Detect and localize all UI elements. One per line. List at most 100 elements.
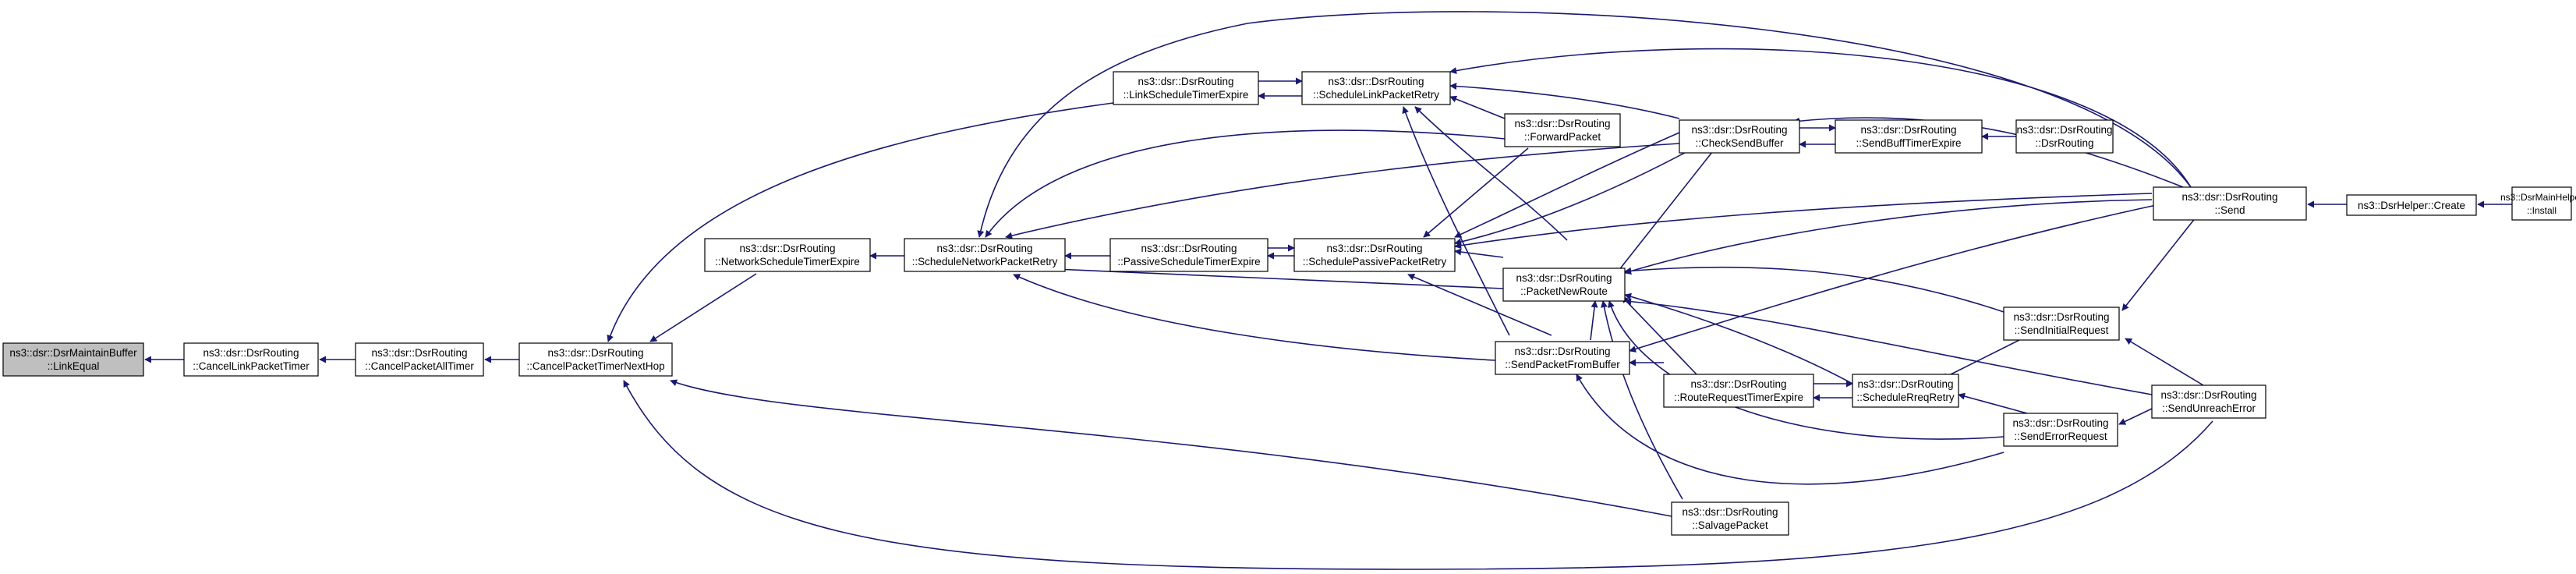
node-linkequal-line1: ns3::dsr::DsrMaintainBuffer [9,347,137,359]
edge-senderrorrequest-to-schedulerreqretry [1958,392,2028,414]
node-sendinitialrequest-line1: ns3::dsr::DsrRouting [2013,311,2109,323]
edge-sendinitialrequest-to-schedulerreqretry [1941,339,2020,380]
node-linkscheduletimerexpire-line1: ns3::dsr::DsrRouting [1138,76,1233,87]
node-salvagepacket-line2: ::SalvagePacket [1692,519,1768,531]
node-sendpacketfrombuffer-line2: ::SendPacketFromBuffer [1505,359,1620,370]
node-schedulelinkpacketretry[interactable]: ns3::dsr::DsrRouting ::ScheduleLinkPacke… [1301,71,1451,105]
edge-sendpacketfrombuffer-to-packetnewroute [1590,300,1598,341]
node-forwardpacket-line2: ::ForwardPacket [1524,131,1601,143]
node-networkscheduletimerexpire-line2: ::NetworkScheduleTimerExpire [715,256,860,268]
node-sendunreacherror[interactable]: ns3::dsr::DsrRouting ::SendUnreachError [2151,384,2266,419]
node-sendunreacherror-line2: ::SendUnreachError [2162,402,2256,414]
node-cancelpacketalltimer[interactable]: ns3::dsr::DsrRouting ::CancelPacketAllTi… [355,342,484,377]
edge-packetnewroute-to-schedulenetworkpacketretry [1036,264,1504,289]
node-linkequal-line2: ::LinkEqual [48,360,100,372]
node-send-line1: ns3::dsr::DsrRouting [2181,191,2277,203]
node-passivescheduletimerexpire-line1: ns3::dsr::DsrRouting [1141,243,1237,254]
node-schedulepassivepacketretry-line1: ns3::dsr::DsrRouting [1326,243,1422,254]
edge-checksendbuffer-to-schedulelinkpacketretry [1449,83,1680,119]
edge-checksendbuffer-to-schedulepassivepacketretry-2 [1454,147,1694,246]
node-packetnewroute-line2: ::PacketNewRoute [1520,285,1608,297]
node-cancellinkpackettimer[interactable]: ns3::dsr::DsrRouting ::CancelLinkPacketT… [183,342,319,377]
edge-senderrorrequest-to-packetnewroute [1608,300,2005,440]
node-salvagepacket[interactable]: ns3::dsr::DsrRouting ::SalvagePacket [1671,501,1789,536]
node-cancellinkpackettimer-line2: ::CancelLinkPacketTimer [193,360,310,372]
node-senderrorrequest[interactable]: ns3::dsr::DsrRouting ::SendErrorRequest [2003,413,2118,447]
node-linkscheduletimerexpire-line2: ::LinkScheduleTimerExpire [1123,89,1249,101]
edge-send-to-sendinitialrequest [2121,213,2199,311]
node-sendpacketfrombuffer-line1: ns3::dsr::DsrRouting [1514,345,1610,357]
edge-networkscheduletimerexpire-to-cancelpackettimernexthop [649,273,757,342]
node-linkscheduletimerexpire[interactable]: ns3::dsr::DsrRouting ::LinkScheduleTimer… [1113,71,1259,105]
node-salvagepacket-line1: ns3::dsr::DsrRouting [1682,506,1778,518]
node-dsrmainhelperinstall-line1: ns3::DsrMainHelper [2500,192,2576,203]
edge-packetnewroute-to-schedulelinkpacketretry [1414,106,1568,241]
node-schedulelinkpacketretry-line2: ::ScheduleLinkPacketRetry [1313,89,1439,101]
node-dsrmainhelperinstall-line2: ::Install [2527,205,2557,216]
node-schedulenetworkpacketretry[interactable]: ns3::dsr::DsrRouting ::ScheduleNetworkPa… [904,238,1066,272]
node-dsrrouting-line1: ns3::dsr::DsrRouting [2016,124,2112,136]
node-sendunreacherror-line1: ns3::dsr::DsrRouting [2160,389,2256,401]
node-cancelpacketalltimer-line1: ns3::dsr::DsrRouting [371,347,467,359]
edge-linkscheduletimerexpire-to-cancelpackettimernexthop [607,102,1114,342]
edge-forwardpacket-to-schedulenetworkpacketretry [985,129,1506,238]
node-schedulenetworkpacketretry-line1: ns3::dsr::DsrRouting [936,243,1032,254]
edge-sendpacketfrombuffer-to-schedulelinkpacketretry [1402,106,1510,336]
node-senderrorrequest-line1: ns3::dsr::DsrRouting [2012,417,2108,429]
node-cancelpackettimernexthop[interactable]: ns3::dsr::DsrRouting ::CancelPacketTimer… [518,342,673,377]
node-senderrorrequest-line2: ::SendErrorRequest [2014,430,2107,442]
edge-send-to-schedulelinkpacketretry [1449,48,2192,188]
node-dsrrouting[interactable]: ns3::dsr::DsrRouting ::DsrRouting [2015,119,2114,154]
edge-senderrorrequest-to-sendpacketfrombuffer [1576,374,2005,485]
node-sendbufftimerexpire-line2: ::SendBuffTimerExpire [1856,137,1961,149]
edge-send-to-sendpacketfrombuffer [1629,204,2160,353]
node-sendpacketfrombuffer[interactable]: ns3::dsr::DsrRouting ::SendPacketFromBuf… [1495,341,1630,375]
node-networkscheduletimerexpire-line1: ns3::dsr::DsrRouting [739,243,835,254]
node-passivescheduletimerexpire[interactable]: ns3::dsr::DsrRouting ::PassiveScheduleTi… [1109,238,1269,272]
node-cancellinkpackettimer-line1: ns3::dsr::DsrRouting [203,347,299,359]
edge-salvagepacket-to-packetnewroute [1601,300,1683,500]
edge-send-to-schedulenetworkpacketretry [977,11,2192,238]
node-sendinitialrequest[interactable]: ns3::dsr::DsrRouting ::SendInitialReques… [2003,306,2120,341]
edge-sendunreacherror-to-sendinitialrequest [2125,338,2204,386]
node-schedulerreqretry[interactable]: ns3::dsr::DsrRouting ::ScheduleRreqRetry [1852,374,1959,408]
node-cancelpacketalltimer-line2: ::CancelPacketAllTimer [365,360,474,372]
node-sendbufftimerexpire[interactable]: ns3::dsr::DsrRouting ::SendBuffTimerExpi… [1835,119,1983,154]
node-networkscheduletimerexpire[interactable]: ns3::dsr::DsrRouting ::NetworkScheduleTi… [704,238,871,272]
node-schedulerreqretry-line2: ::ScheduleRreqRetry [1856,392,1955,403]
node-checksendbuffer-line2: ::CheckSendBuffer [1695,137,1784,149]
node-passivescheduletimerexpire-line2: ::PassiveScheduleTimerExpire [1117,256,1260,268]
node-sendbufftimerexpire-line1: ns3::dsr::DsrRouting [1860,124,1956,136]
node-linkequal[interactable]: ns3::dsr::DsrMaintainBuffer ::LinkEqual [2,342,144,377]
node-packetnewroute[interactable]: ns3::dsr::DsrRouting ::PacketNewRoute [1502,268,1626,302]
edge-send-to-schedulepassivepacketretry [1454,193,2153,250]
edge-sendinitialrequest-to-packetnewroute [1624,266,2005,313]
node-dsrrouting-line2: ::DsrRouting [2035,137,2093,149]
node-send[interactable]: ns3::dsr::DsrRouting ::Send [2153,186,2307,221]
edge-routerequesttimerexpire-to-packetnewroute [1621,296,1697,375]
node-dsrhelpercreate[interactable]: ns3::DsrHelper::Create [2346,194,2477,216]
edge-sendunreacherror-to-senderrorrequest [2118,408,2153,425]
node-dsrmainhelperinstall[interactable]: ns3::DsrMainHelper ::Install [2500,186,2576,221]
node-schedulepassivepacketretry[interactable]: ns3::dsr::DsrRouting ::SchedulePassivePa… [1293,238,1456,272]
node-schedulepassivepacketretry-line2: ::SchedulePassivePacketRetry [1303,256,1447,268]
node-sendinitialrequest-line2: ::SendInitialRequest [2015,324,2109,336]
edge-send-to-packetnewroute [1624,199,2153,275]
node-forwardpacket[interactable]: ns3::dsr::DsrRouting ::ForwardPacket [1504,113,1621,147]
edge-sendpacketfrombuffer-to-schedulepassivepacketretry [1407,274,1552,336]
node-checksendbuffer[interactable]: ns3::dsr::DsrRouting ::CheckSendBuffer [1679,119,1800,154]
edge-sendunreacherror-to-packetnewroute [1624,298,2153,395]
node-schedulenetworkpacketretry-line2: ::ScheduleNetworkPacketRetry [912,256,1058,268]
node-cancelpackettimernexthop-line2: ::CancelPacketTimerNextHop [526,360,664,372]
edge-checksendbuffer-to-schedulenetworkpacketretry [1005,143,1680,239]
node-routerequesttimerexpire-line2: ::RouteRequestTimerExpire [1674,392,1803,403]
edge-forwardpacket-to-schedulelinkpacketretry [1449,95,1506,119]
edge-salvagepacket-to-cancelpackettimernexthop [670,379,1672,517]
node-checksendbuffer-line1: ns3::dsr::DsrRouting [1691,124,1787,136]
node-schedulerreqretry-line1: ns3::dsr::DsrRouting [1857,378,1953,390]
edge-checksendbuffer-to-schedulepassivepacketretry [1454,132,1680,238]
edge-packetnewroute-to-schedulepassivepacketretry [1454,248,1504,258]
node-send-line2: ::Send [2214,204,2245,216]
node-routerequesttimerexpire[interactable]: ns3::dsr::DsrRouting ::RouteRequestTimer… [1663,374,1814,408]
edge-schedulerreqretry-to-packetnewroute [1624,292,1853,384]
